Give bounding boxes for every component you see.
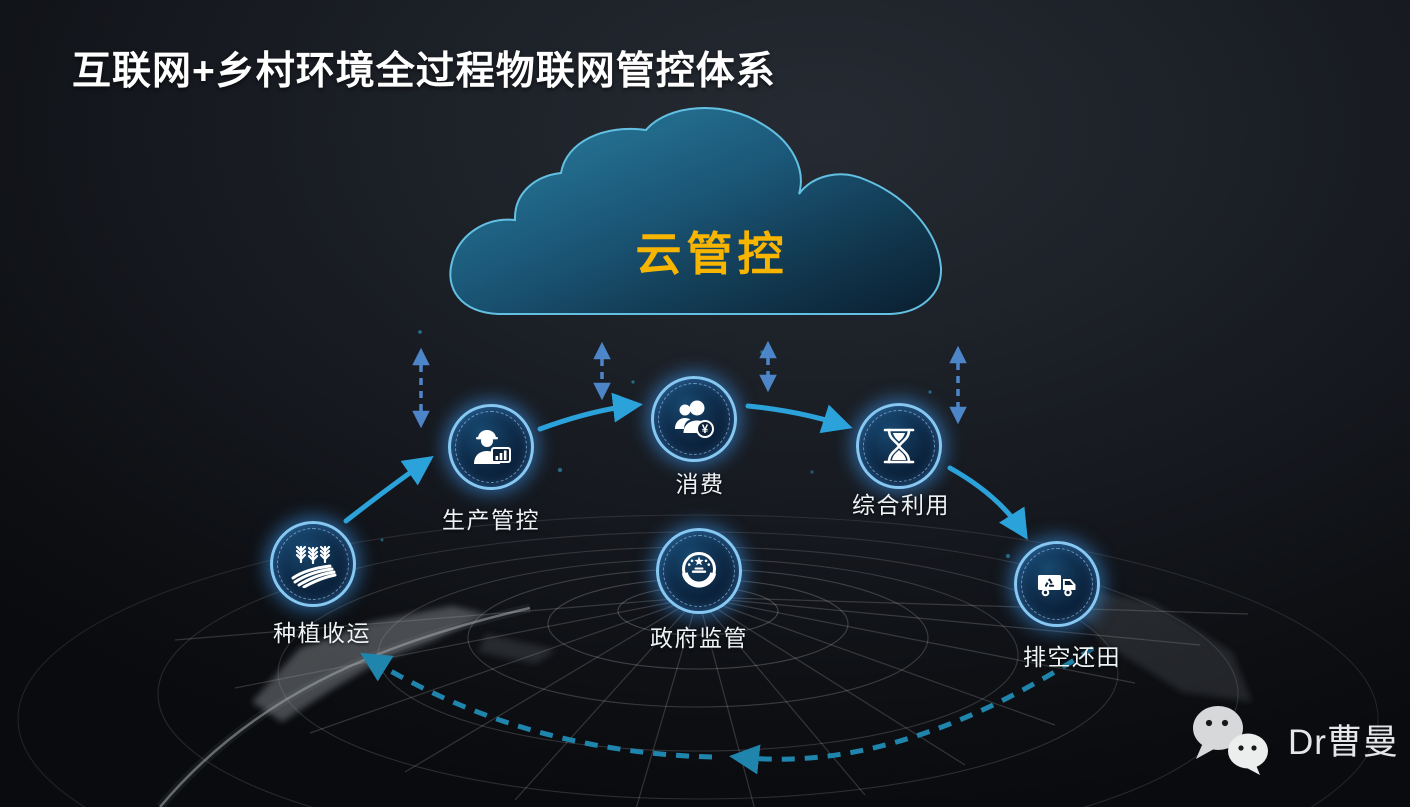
watermark: Dr曹曼	[1190, 703, 1399, 775]
particles	[380, 330, 1010, 558]
node-discharge-label: 排空还田	[1023, 644, 1121, 670]
node-government	[656, 528, 742, 614]
watermark-name: Dr曹曼	[1288, 722, 1399, 762]
recycle-truck-icon	[1038, 575, 1076, 597]
node-planting-label: 种植收运	[273, 620, 371, 646]
process-arrows	[343, 392, 1028, 540]
node-production	[448, 404, 534, 490]
cloud-dashed-links	[412, 340, 967, 429]
cloud-label: 云管控	[635, 228, 789, 280]
page-title: 互联网+乡村环境全过程物联网管控体系	[72, 50, 776, 93]
return-arrow	[360, 645, 1095, 775]
hourglass-icon	[883, 428, 915, 464]
wechat-icon	[1193, 706, 1268, 775]
node-utilization-label: 综合利用	[852, 492, 950, 518]
national-emblem-icon	[681, 552, 717, 588]
node-consumption-label: 消费	[675, 471, 725, 497]
node-production-label: 生产管控	[442, 507, 540, 533]
node-government-label: 政府监管	[650, 625, 748, 651]
node-utilization	[856, 403, 942, 489]
people-yuan-icon: ¥	[675, 400, 714, 438]
wheat-field-icon	[291, 545, 337, 588]
node-consumption: ¥	[651, 376, 737, 462]
cloud-shape	[449, 107, 943, 315]
node-planting	[270, 521, 356, 607]
worker-chart-icon	[474, 430, 511, 464]
svg-text:¥: ¥	[702, 424, 709, 436]
node-discharge	[1014, 541, 1100, 627]
